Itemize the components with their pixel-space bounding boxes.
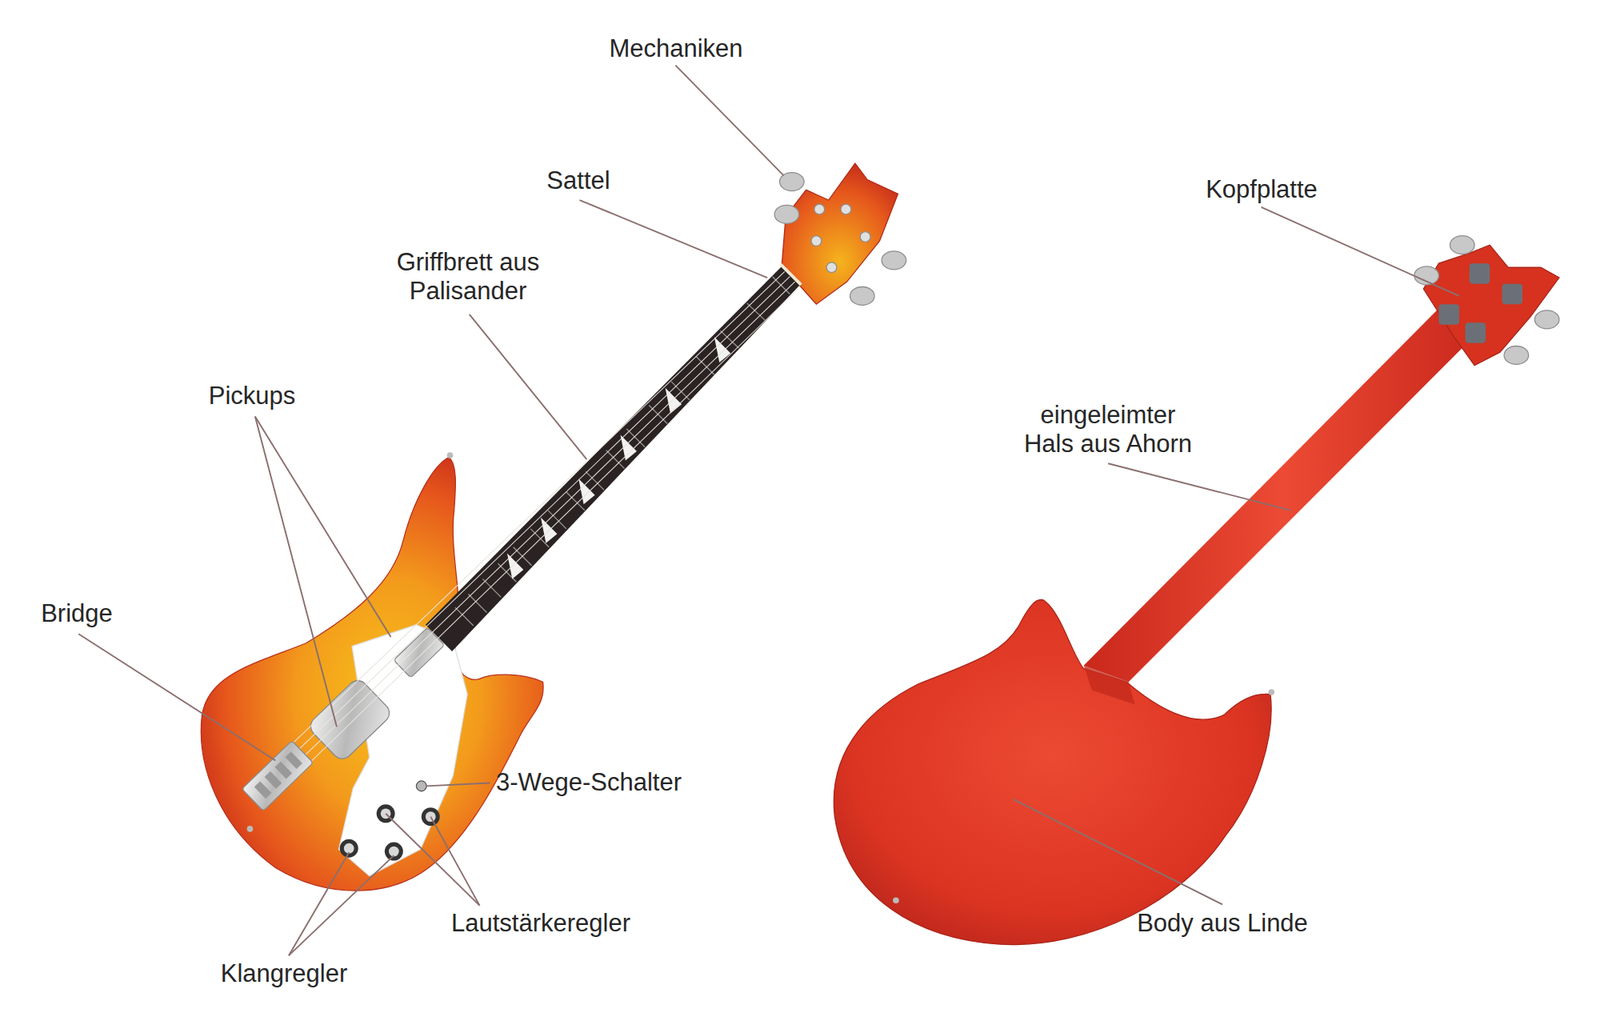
- neck-pickup: [393, 627, 444, 678]
- part-label: eingeleimter Hals aus Ahorn: [1016, 400, 1200, 459]
- strings: [267, 271, 800, 786]
- pickguard: [338, 624, 468, 876]
- strap-pin: [247, 825, 254, 832]
- controls: [340, 780, 440, 861]
- bridge-pickup-cover: [306, 676, 394, 763]
- neck-back: [1084, 298, 1482, 683]
- part-label: Pickups: [208, 381, 296, 411]
- body-front: [200, 457, 544, 892]
- headstock-back: [1423, 244, 1560, 366]
- part-label: Lautstärkeregler: [451, 908, 631, 938]
- inlays: [507, 336, 731, 579]
- part-label: Griffbrett aus Palisander: [376, 248, 560, 306]
- part-label: 3-Wege-Schalter: [496, 768, 682, 797]
- strap-pin: [447, 452, 454, 459]
- part-label: Klangregler: [220, 959, 348, 988]
- strap-pin: [1268, 688, 1275, 696]
- tuners-back: [1414, 236, 1560, 365]
- part-label: Bridge: [40, 599, 113, 628]
- part-label: Sattel: [546, 166, 610, 196]
- neck-heel: [1084, 665, 1136, 704]
- fretboard: [425, 266, 800, 652]
- part-label: Mechaniken: [608, 34, 743, 64]
- bridge: [241, 740, 313, 812]
- part-label: Body aus Linde: [1136, 908, 1308, 938]
- strap-pin: [892, 896, 900, 904]
- nut: [780, 264, 802, 285]
- part-label: Kopfplatte: [1205, 175, 1318, 204]
- body-back: [833, 599, 1272, 944]
- leader-lines: [78, 65, 1460, 956]
